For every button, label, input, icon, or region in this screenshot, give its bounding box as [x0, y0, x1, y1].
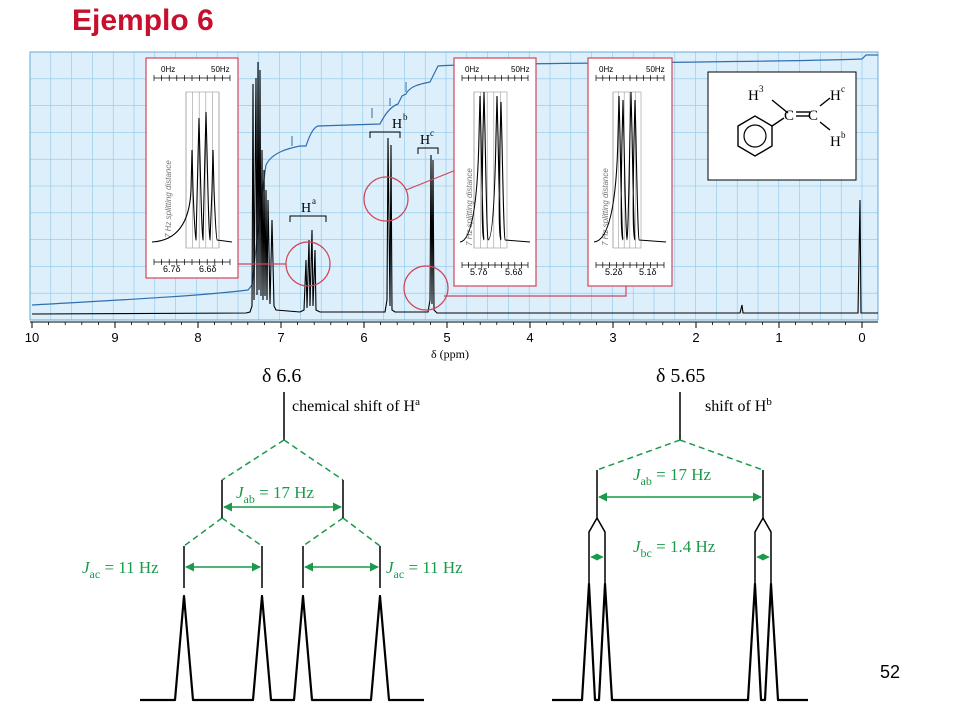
svg-text:5.7δ: 5.7δ — [470, 267, 488, 277]
ppm-tick-label: 7 — [277, 330, 284, 345]
svg-text:C: C — [808, 108, 818, 124]
ppm-tick-label: 8 — [194, 330, 201, 345]
slide-title: Ejemplo 6 — [72, 4, 214, 37]
svg-text:0Hz: 0Hz — [599, 65, 613, 74]
svg-text:50Hz: 50Hz — [646, 65, 665, 74]
svg-text:6.7δ: 6.7δ — [163, 264, 181, 274]
svg-text:c: c — [841, 84, 845, 94]
tree-a-jac-left-label: Jac = 11 Hz — [82, 558, 159, 581]
svg-text:H: H — [748, 88, 759, 104]
integral-step-marks — [291, 82, 407, 146]
styrene-structure: H 3 C C H c H b — [707, 71, 857, 181]
svg-text:50Hz: 50Hz — [511, 65, 530, 74]
svg-text:a: a — [312, 196, 316, 206]
tree-b-jbc-label: Jbc = 1.4 Hz — [633, 537, 716, 560]
svg-text:7 Hz splitting distance: 7 Hz splitting distance — [601, 168, 610, 246]
zoom-callouts — [236, 169, 627, 311]
svg-text:5.6δ: 5.6δ — [505, 267, 523, 277]
svg-text:H: H — [392, 117, 402, 132]
svg-text:0Hz: 0Hz — [465, 65, 479, 74]
tree-a-shift: δ 6.6 — [262, 365, 301, 387]
ppm-tick-label: 2 — [692, 330, 699, 345]
x-axis-label: δ (ppm) — [431, 347, 469, 361]
nmr-spectrum: H a H b H c 0Hz 50Hz 7 Hz splitting d — [25, 51, 879, 361]
splitting-tree-a: δ 6.6 chemical shift of Ha Jab = 17 Hz J… — [82, 365, 463, 702]
tree-b-shift-label: shift of Hb — [705, 396, 772, 415]
svg-text:3: 3 — [759, 84, 764, 94]
svg-text:50Hz: 50Hz — [211, 65, 230, 74]
tree-b-shift: δ 5.65 — [656, 365, 705, 387]
peak-label-a: H a — [289, 196, 327, 222]
ppm-tick-label: 5 — [443, 330, 450, 345]
ppm-tick-label: 9 — [111, 330, 118, 345]
zoom-circle-b — [363, 176, 409, 222]
svg-text:6.6δ: 6.6δ — [199, 264, 217, 274]
svg-text:7 Hz splitting distance: 7 Hz splitting distance — [465, 168, 474, 246]
tree-a-shift-label: chemical shift of Ha — [292, 396, 420, 415]
svg-text:H: H — [420, 133, 430, 148]
inset-traces — [151, 75, 667, 268]
tree-a-jac-right-label: Jac = 11 Hz — [386, 558, 463, 581]
tree-b-jab-label: Jab = 17 Hz — [633, 465, 711, 488]
tree-b-multiplet — [552, 582, 808, 702]
svg-text:b: b — [841, 130, 846, 140]
spectrum-trace — [31, 61, 878, 315]
svg-text:5.2δ: 5.2δ — [605, 267, 623, 277]
ppm-tick-label: 0 — [858, 330, 865, 345]
ppm-tick-label: 10 — [25, 330, 39, 345]
svg-text:0Hz: 0Hz — [161, 65, 175, 74]
svg-text:5.1δ: 5.1δ — [639, 267, 657, 277]
ppm-tick-label: 4 — [526, 330, 533, 345]
svg-text:H: H — [301, 201, 311, 216]
svg-text:c: c — [430, 128, 434, 138]
svg-text:7 Hz splitting distance: 7 Hz splitting distance — [164, 160, 173, 238]
tree-a-multiplet — [140, 594, 424, 702]
tree-a-branches — [183, 439, 381, 547]
inset-a: 0Hz 50Hz 7 Hz splitting distance 6.7δ 6.… — [145, 57, 239, 279]
svg-text:H: H — [830, 88, 841, 104]
ppm-tick-label: 6 — [360, 330, 367, 345]
peak-label-c: H c — [417, 128, 439, 154]
zoom-circle-c — [403, 265, 449, 311]
svg-text:H: H — [830, 134, 841, 150]
svg-text:b: b — [403, 112, 408, 122]
peak-label-b: H b — [369, 112, 408, 138]
svg-text:C: C — [784, 108, 794, 124]
tree-a-jab-label: Jab = 17 Hz — [236, 483, 314, 506]
splitting-tree-b: δ 5.65 shift of Hb Jab = 17 Hz Jbc = 1.4… — [552, 365, 808, 702]
page-number: 52 — [880, 662, 901, 682]
ppm-tick-label: 1 — [775, 330, 782, 345]
ppm-tick-label: 3 — [609, 330, 616, 345]
